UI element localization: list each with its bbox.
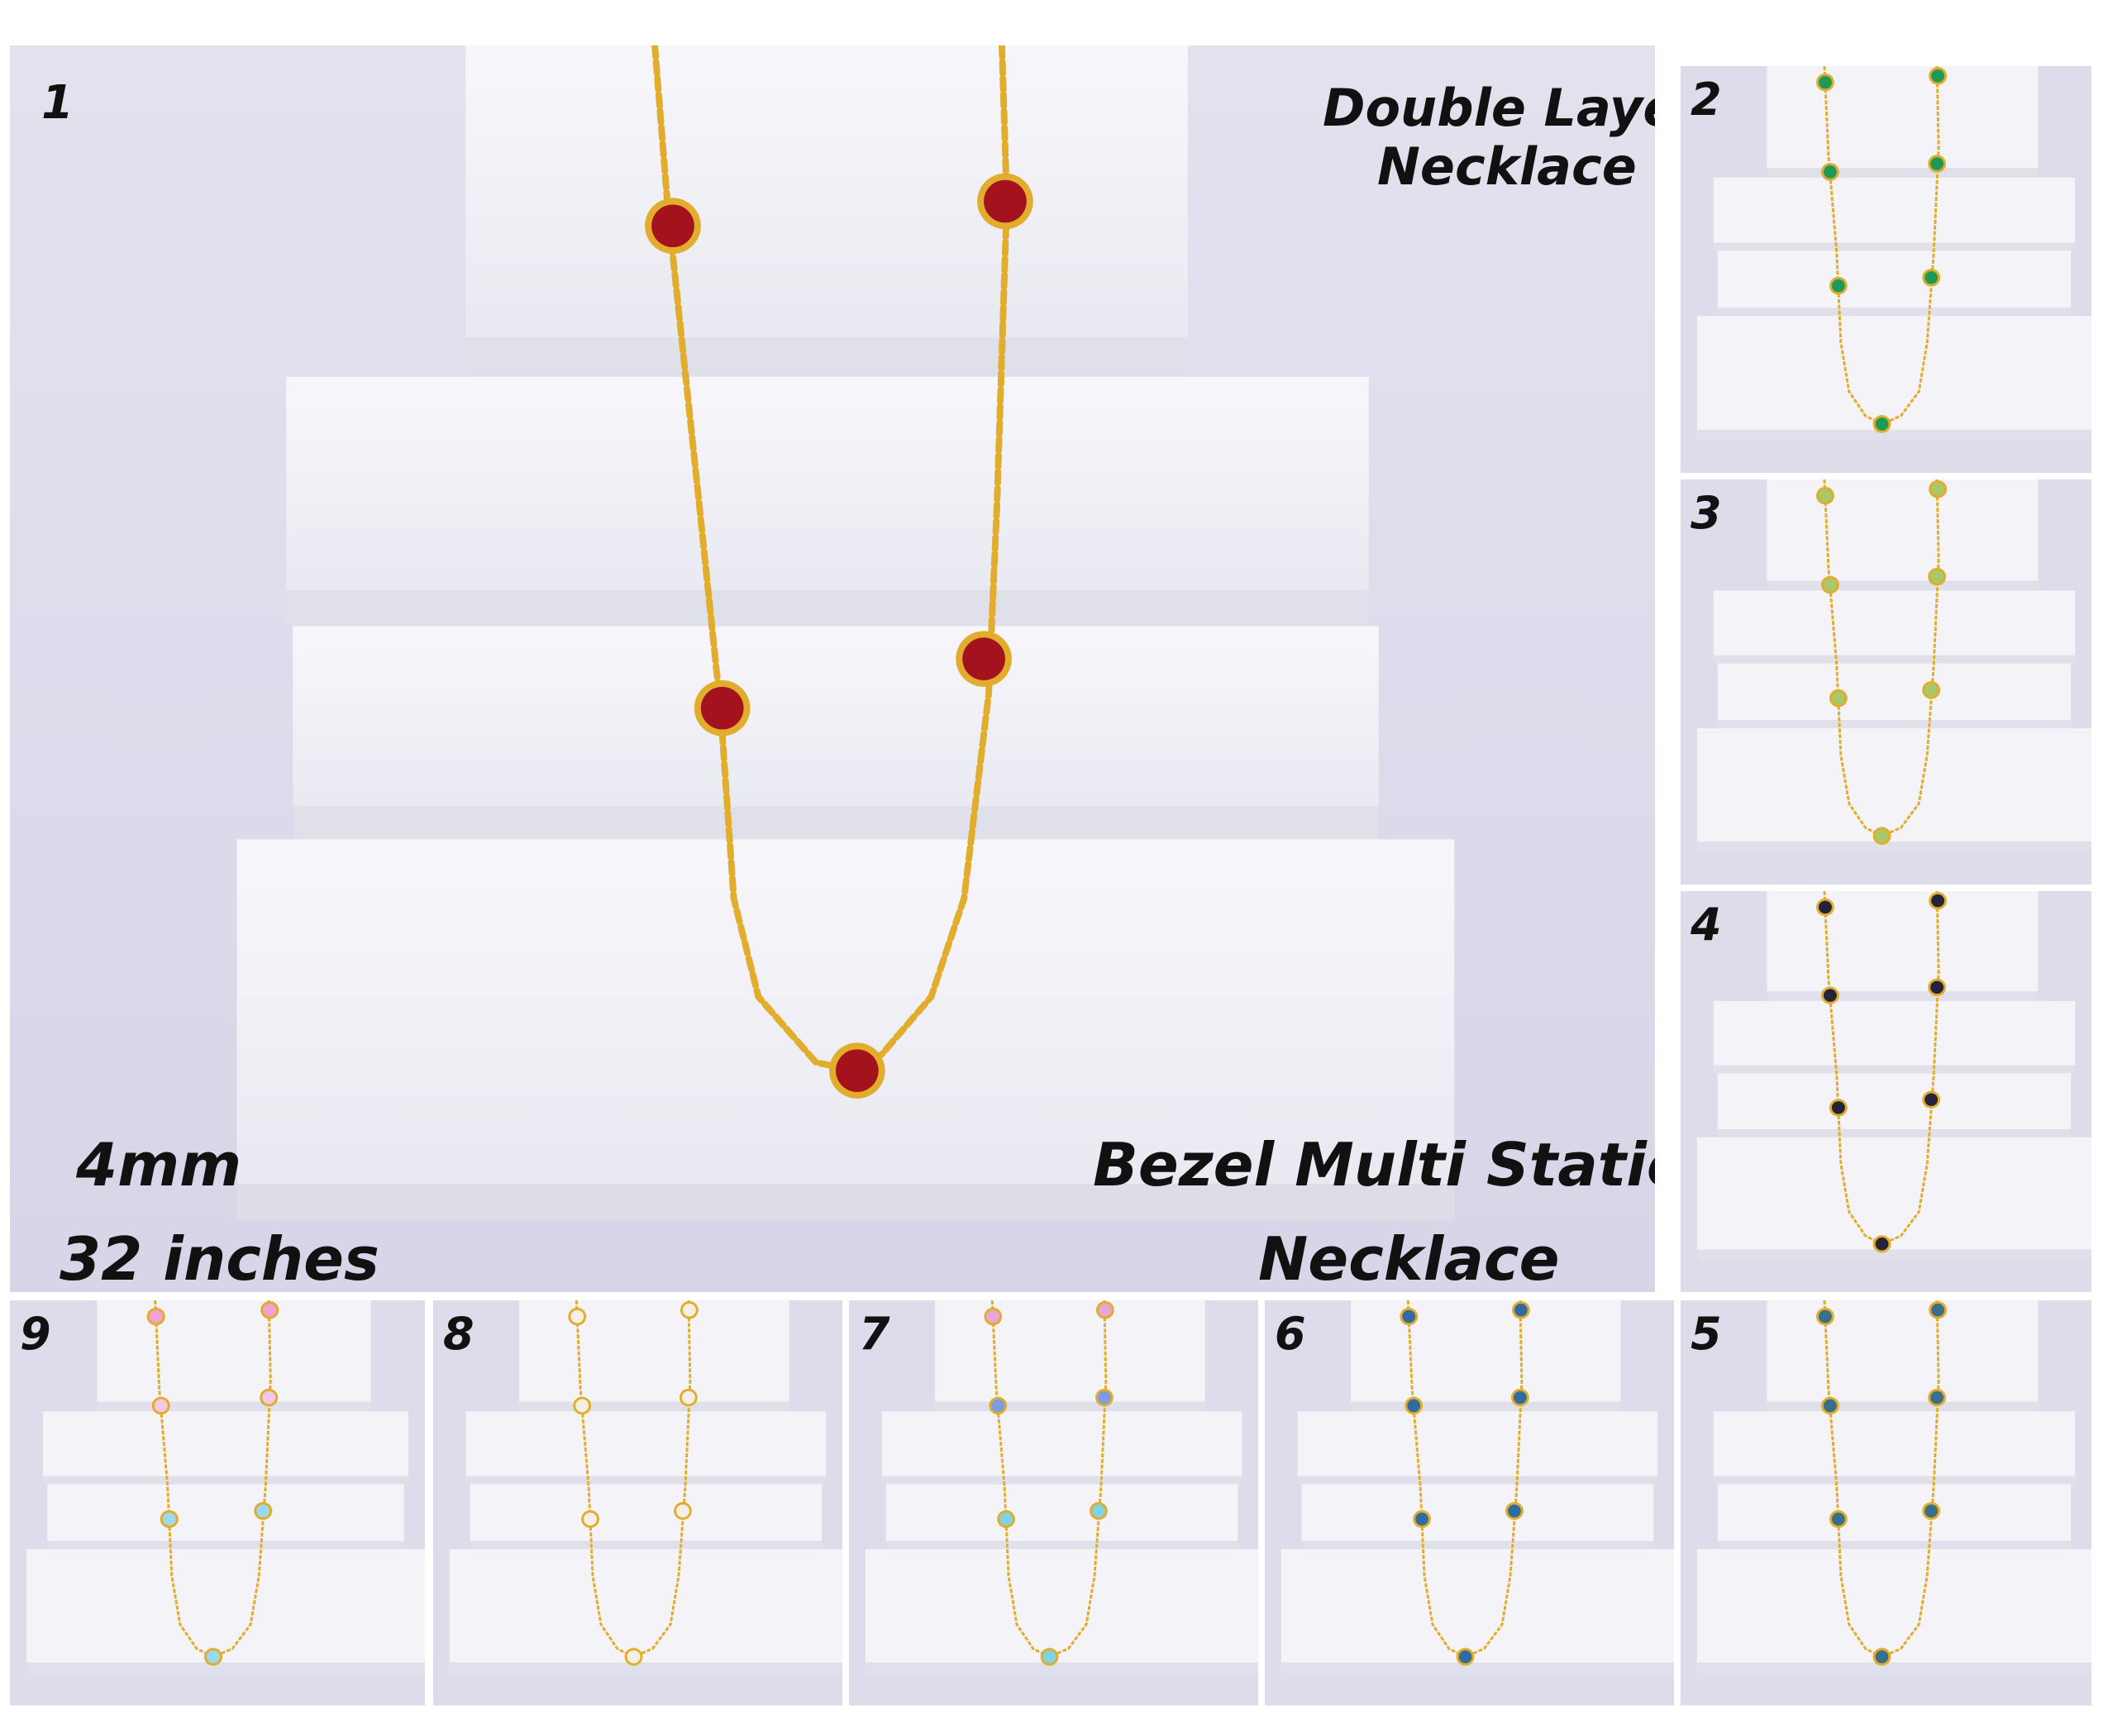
- gem-stone: [1924, 1093, 1939, 1106]
- gem-stone: [1092, 1504, 1105, 1518]
- gem-stone: [1831, 279, 1845, 293]
- panel-number: 3: [1691, 487, 1722, 539]
- gem-stone: [1931, 482, 1945, 496]
- gem-stone: [682, 1303, 696, 1317]
- gem-stone: [1097, 1390, 1111, 1405]
- gem-stone: [986, 1309, 1000, 1323]
- thumbnail-necklace-illustration: [1681, 891, 2091, 1292]
- gem-stone: [627, 1650, 641, 1664]
- necklace-chain: [651, 45, 1010, 1075]
- thumbnail-necklace-illustration: [1681, 66, 2091, 473]
- gem-stone: [1823, 989, 1837, 1002]
- display-blocks: [236, 45, 1455, 1220]
- main-photo: 1 Double Layer Necklace 4mm 32 inches Be…: [10, 45, 1655, 1292]
- title-line-1: Double Layer: [1323, 78, 1655, 138]
- gem-stone: [1930, 980, 1944, 994]
- gem-stone: [1930, 1390, 1944, 1405]
- thumbnail-necklace-illustration: [1681, 479, 2091, 885]
- subtitle-line-1: Bezel Multi Station: [1093, 1130, 1655, 1199]
- size-label: 4mm: [76, 1130, 242, 1199]
- gem-stone: [262, 1390, 276, 1405]
- thumbnail-necklace-illustration: [849, 1300, 1258, 1705]
- gem-stone: [999, 1512, 1013, 1526]
- gem-stone: [570, 1309, 584, 1323]
- gem-stone: [1831, 1512, 1845, 1526]
- thumbnail-necklace-illustration: [1265, 1300, 1674, 1705]
- gem-stone: [1458, 1650, 1472, 1664]
- gem-stone: [1823, 578, 1837, 592]
- subtitle-line-2: Necklace: [1258, 1224, 1560, 1292]
- thumbnail-3: 3: [1681, 479, 2091, 885]
- panel-number: 5: [1691, 1308, 1722, 1360]
- gem-stone: [1402, 1309, 1416, 1323]
- gem-stone: [1818, 75, 1832, 89]
- gem-stone: [1924, 270, 1939, 284]
- gem-stone: [154, 1399, 168, 1413]
- gem-stone: [1831, 691, 1845, 705]
- main-necklace-illustration: [10, 45, 1655, 1292]
- gem-stone: [1513, 1390, 1527, 1405]
- panel-number: 6: [1275, 1308, 1306, 1360]
- gem-stone: [991, 1399, 1005, 1413]
- gem-stone: [1508, 1504, 1521, 1518]
- gem-stone: [1931, 1303, 1945, 1317]
- thumbnail-5: 5: [1681, 1300, 2091, 1705]
- panel-number: 2: [1691, 74, 1722, 126]
- thumbnail-6: 6: [1265, 1300, 1674, 1705]
- thumbnail-4: 4: [1681, 891, 2091, 1292]
- gem-stone: [1098, 1303, 1112, 1317]
- gem-stone: [1924, 1504, 1939, 1518]
- gem-stone: [1407, 1399, 1421, 1413]
- gem-stone: [1875, 1238, 1889, 1251]
- thumbnail-8: 8: [433, 1300, 842, 1705]
- gem-stone: [1831, 1101, 1845, 1114]
- gem-stone: [1823, 165, 1837, 179]
- panel-number: 1: [41, 76, 74, 130]
- gem-stone: [1931, 69, 1945, 83]
- gem-stone: [1415, 1512, 1428, 1526]
- gem-stone: [676, 1504, 689, 1518]
- thumbnail-necklace-illustration: [1681, 1300, 2091, 1705]
- gem-stone: [584, 1512, 597, 1526]
- gem-stone: [1875, 1650, 1889, 1664]
- panel-number: 8: [443, 1308, 475, 1360]
- gem-stone: [1823, 1399, 1837, 1413]
- gem-stone: [1924, 683, 1939, 697]
- gem-stone: [1514, 1303, 1528, 1317]
- gem-stone: [1818, 900, 1832, 914]
- length-label: 32 inches: [60, 1224, 379, 1292]
- gem-stone: [1875, 829, 1889, 843]
- panel-number: 4: [1691, 899, 1722, 951]
- thumbnail-necklace-illustration: [433, 1300, 842, 1705]
- gem-stone: [256, 1504, 270, 1518]
- title-line-2: Necklace: [1377, 136, 1637, 197]
- thumbnail-7: 7: [849, 1300, 1258, 1705]
- gem-stone: [1930, 570, 1944, 584]
- thumbnail-2: 2: [1681, 66, 2091, 473]
- necklace-stones: [645, 173, 1033, 1099]
- gem-stone: [1818, 1309, 1832, 1323]
- gem-stone: [263, 1303, 277, 1317]
- gem-stone: [575, 1399, 589, 1413]
- gem-stone: [162, 1512, 176, 1526]
- panel-number: 7: [859, 1308, 890, 1360]
- panel-number: 9: [20, 1308, 51, 1360]
- gem-stone: [1931, 894, 1945, 908]
- gem-stone: [1930, 157, 1944, 170]
- thumbnail-necklace-illustration: [10, 1300, 425, 1705]
- gem-stone: [149, 1309, 163, 1323]
- gem-stone: [1875, 417, 1889, 431]
- gem-stone: [1042, 1650, 1056, 1664]
- gem-stone: [681, 1390, 695, 1405]
- gem-stone: [1818, 489, 1832, 503]
- thumbnail-9: 9: [10, 1300, 425, 1705]
- gem-stone: [206, 1650, 221, 1664]
